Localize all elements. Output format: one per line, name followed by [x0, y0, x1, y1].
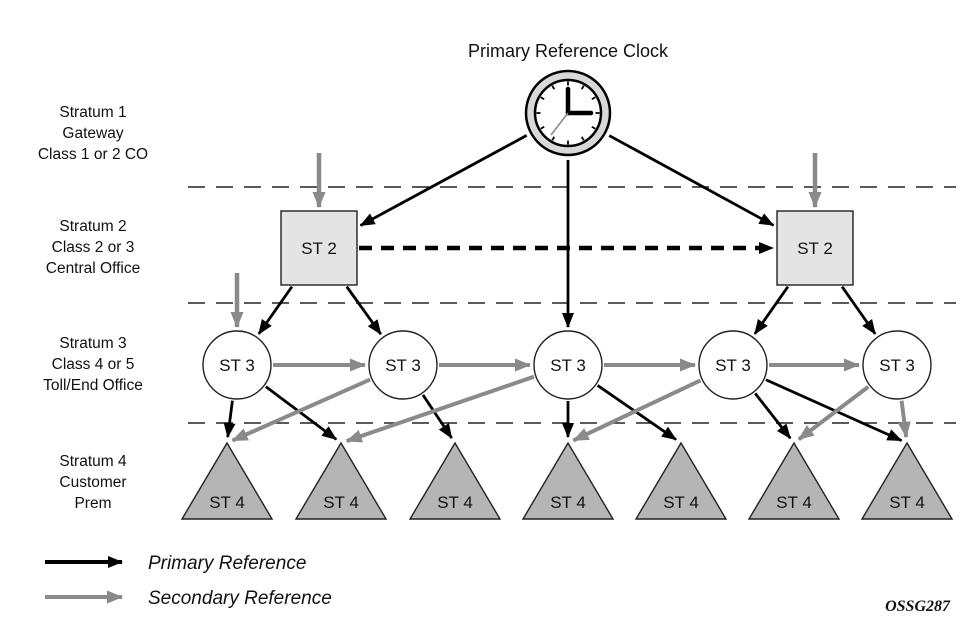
- node-st3-1: ST 3: [202, 330, 272, 400]
- node-st4-4: ST 4: [521, 441, 615, 520]
- node-st3-4: ST 3: [698, 330, 768, 400]
- reference-arrows: [223, 134, 911, 443]
- st4-triangle: [180, 441, 274, 520]
- clock-tick: [580, 85, 585, 90]
- secondary-reference-arrow: [572, 378, 702, 443]
- legend: Primary Reference Secondary Reference: [45, 553, 332, 609]
- st4-label: ST 4: [209, 493, 245, 512]
- stratum-2-line-3: Central Office: [46, 260, 140, 277]
- node-st2-1: ST 2: [280, 210, 358, 286]
- stratum-4-line-3: Prem: [74, 495, 111, 512]
- node-st4-6: ST 4: [747, 441, 841, 520]
- node-st3-2: ST 3: [368, 330, 438, 400]
- secondary-reference-arrow: [231, 377, 371, 443]
- st4-triangle: [521, 441, 615, 520]
- primary-reference-arrow: [223, 400, 236, 439]
- st2-label: ST 2: [797, 239, 833, 258]
- secondary-reference-arrow: [797, 385, 870, 441]
- clock-icon: [524, 69, 612, 157]
- primary-reference-arrow: [359, 134, 528, 227]
- stratum-2-line-1: Stratum 2: [59, 218, 126, 235]
- stratum-1-line-3: Class 1 or 2 CO: [38, 146, 148, 163]
- st4-label: ST 4: [437, 493, 473, 512]
- st3-label: ST 3: [879, 356, 915, 375]
- st3-label: ST 3: [715, 356, 751, 375]
- clock-tick: [591, 125, 596, 130]
- stratum-4-line-2: Customer: [59, 474, 126, 491]
- st3-circle: [862, 330, 932, 400]
- st4-triangle: [408, 441, 502, 520]
- node-st4-7: ST 4: [860, 441, 954, 520]
- clock-tick: [591, 96, 596, 101]
- st3-label: ST 3: [550, 356, 586, 375]
- primary-reference-arrow: [345, 285, 382, 335]
- node-st3-3: ST 3: [533, 330, 603, 400]
- stratum-2-label: Stratum 2 Class 2 or 3 Central Office: [46, 218, 140, 277]
- stratum-2-line-2: Class 2 or 3: [52, 239, 135, 256]
- st3-circle: [533, 330, 603, 400]
- secondary-reference-arrow: [897, 400, 911, 439]
- stratum-3-line-3: Toll/End Office: [43, 377, 143, 394]
- clock-tick: [551, 85, 556, 90]
- stratum-3-line-1: Stratum 3: [59, 335, 126, 352]
- st4-triangle: [634, 441, 728, 520]
- st2-box: [280, 210, 358, 286]
- st4-triangle: [747, 441, 841, 520]
- primary-reference-arrow: [421, 394, 453, 439]
- st4-triangle: [860, 441, 954, 520]
- st4-label: ST 4: [663, 493, 699, 512]
- st3-label: ST 3: [385, 356, 421, 375]
- primary-reference-arrow: [754, 392, 792, 440]
- stratum-4-line-1: Stratum 4: [59, 453, 127, 470]
- node-st4-5: ST 4: [634, 441, 728, 520]
- primary-reference-arrow: [264, 385, 338, 441]
- st3-circle: [368, 330, 438, 400]
- clock-second-hand: [550, 112, 569, 136]
- clock-tick: [540, 96, 545, 101]
- primary-reference-arrow: [608, 134, 775, 227]
- clock-tick-marks: [536, 81, 600, 145]
- primary-reference-arrow: [840, 285, 877, 335]
- legend-primary-label: Primary Reference: [148, 553, 306, 574]
- primary-reference-arrow: [765, 378, 903, 442]
- st4-label: ST 4: [889, 493, 925, 512]
- stratum-3-label: Stratum 3 Class 4 or 5 Toll/End Office: [43, 335, 143, 394]
- node-st3-5: ST 3: [862, 330, 932, 400]
- page-title: Primary Reference Clock: [468, 41, 669, 61]
- st4-label: ST 4: [550, 493, 586, 512]
- st4-label: ST 4: [323, 493, 359, 512]
- legend-secondary-label: Secondary Reference: [148, 588, 332, 609]
- stratum-3-line-2: Class 4 or 5: [52, 356, 135, 373]
- st3-label: ST 3: [219, 356, 255, 375]
- stratum-1-label: Stratum 1 Gateway Class 1 or 2 CO: [38, 104, 148, 163]
- primary-reference-arrow: [753, 285, 790, 335]
- st4-triangle: [294, 441, 388, 520]
- secondary-reference-arrow: [345, 374, 535, 443]
- clock-tick: [551, 136, 556, 141]
- node-st4-2: ST 4: [294, 441, 388, 520]
- node-st2-2: ST 2: [776, 210, 854, 286]
- st3-circle: [698, 330, 768, 400]
- st3-circle: [202, 330, 272, 400]
- node-st4-1: ST 4: [180, 441, 274, 520]
- figure-watermark: OSSG287: [885, 598, 951, 615]
- stratum-4-label: Stratum 4 Customer Prem: [59, 453, 127, 512]
- st2-label: ST 2: [301, 239, 337, 258]
- stratum-1-line-1: Stratum 1: [59, 104, 126, 121]
- clock-tick: [540, 125, 545, 130]
- node-st4-3: ST 4: [408, 441, 502, 520]
- st2-box: [776, 210, 854, 286]
- primary-reference-arrow: [257, 285, 294, 335]
- clock-tick: [580, 136, 585, 141]
- stratum-labels: Stratum 1 Gateway Class 1 or 2 CO Stratu…: [38, 104, 148, 512]
- st4-label: ST 4: [776, 493, 812, 512]
- stratum-1-line-2: Gateway: [62, 125, 123, 142]
